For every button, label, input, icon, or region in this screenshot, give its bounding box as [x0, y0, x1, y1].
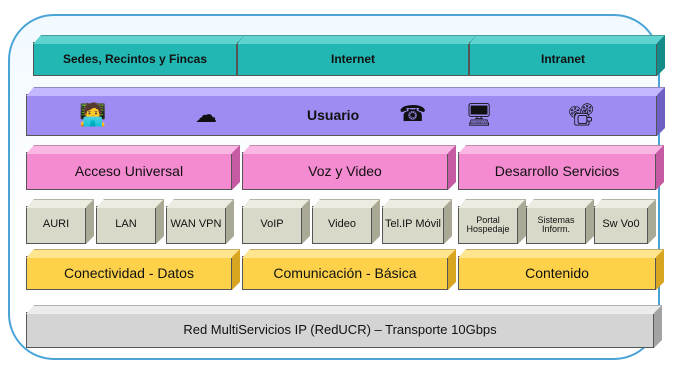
service-label: Voz y Video [308, 162, 382, 179]
foundation-contenido: Contenido [458, 256, 656, 290]
subservice-label: VoIP [260, 218, 284, 231]
subservice-label: WAN VPN [170, 218, 222, 231]
subservice-video: Video [312, 206, 372, 244]
subservice-label: Video [328, 218, 356, 231]
foundation-label: Conectividad - Datos [64, 264, 194, 281]
subservice-auri: AURI [26, 206, 86, 244]
network-cloud-icon: ☁ [195, 102, 217, 127]
header-internet-label: Internet [330, 51, 375, 66]
computer-user-icon: 🧑‍💻 [79, 102, 107, 127]
usuario-bar: Usuario 🧑‍💻 ☁ ☎ 🖥 📽 [26, 94, 657, 136]
subservice-label: LAN [115, 218, 137, 231]
header-intranet-label: Intranet [540, 51, 585, 66]
usuario-label: Usuario [307, 106, 360, 123]
telephone-icon: ☎ [399, 101, 427, 126]
service-label: Acceso Universal [74, 162, 184, 179]
service-voz-video: Voz y Video [242, 152, 448, 190]
service-label: Desarrollo Servicios [494, 162, 620, 179]
header-sedes-label: Sedes, Recintos y Fincas [62, 51, 208, 66]
header-sedes: Sedes, Recintos y Fincas [33, 42, 237, 76]
subservice-label: Tel.IP Móvil [384, 218, 442, 231]
network-base-bar: Red MultiServicios IP (RedUCR) – Transpo… [26, 312, 654, 348]
subservice-tel-ip-movil: Tel.IP Móvil [382, 206, 444, 244]
service-desarrollo: Desarrollo Servicios [458, 152, 656, 190]
subservice-label: Portal Hospedaje [466, 214, 510, 234]
subservice-wan-vpn: WAN VPN [166, 206, 226, 244]
subservice-sistemas-inform: Sistemas Inform. [526, 206, 586, 244]
subservice-lan: LAN [96, 206, 156, 244]
subservice-label: Sistemas Inform. [537, 214, 575, 234]
subservice-voip: VoIP [242, 206, 302, 244]
service-acceso-universal: Acceso Universal [26, 152, 232, 190]
foundation-conectividad: Conectividad - Datos [26, 256, 232, 290]
header-intranet: Intranet [469, 42, 657, 76]
header-internet: Internet [237, 42, 469, 76]
foundation-comunicacion: Comunicación - Básica [242, 256, 448, 290]
foundation-label: Comunicación - Básica [273, 264, 417, 281]
network-base-label: Red MultiServicios IP (RedUCR) – Transpo… [183, 322, 497, 338]
video-projector-icon: 📽 [567, 102, 595, 127]
subservice-sw-vo0: Sw Vo0 [594, 206, 648, 244]
subservice-label: AURI [42, 218, 70, 231]
subservice-portal-hospedaje: Portal Hospedaje [458, 206, 518, 244]
subservice-label: Sw Vo0 [602, 218, 640, 231]
dashboard-monitor-icon: 🖥 [465, 102, 493, 127]
foundation-label: Contenido [525, 264, 589, 281]
